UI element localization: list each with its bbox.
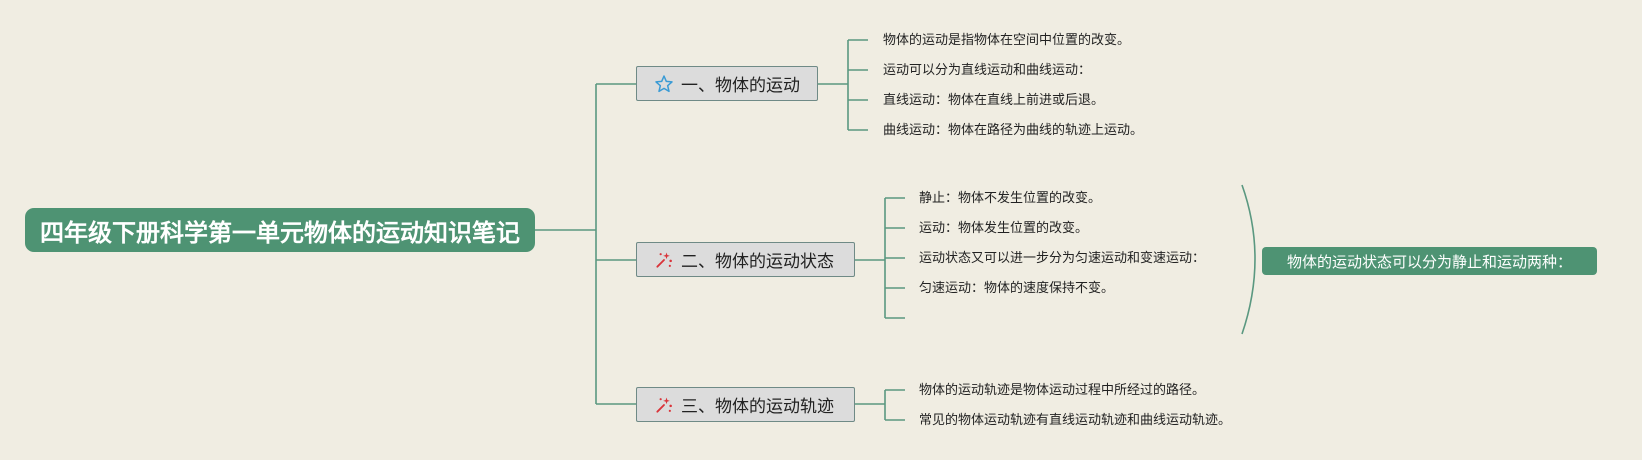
leaf-topic[interactable]: 静止：物体不发生位置的改变。: [919, 191, 1102, 206]
leaf-topic[interactable]: 物体的运动是指物体在空间中位置的改变。: [883, 33, 1131, 48]
branch-label: 一、物体的运动: [681, 76, 800, 96]
root-title: 四年级下册科学第一单元物体的运动知识笔记: [40, 218, 520, 247]
branch-topic-motion-trajectory[interactable]: 三、物体的运动轨迹: [636, 387, 855, 422]
leaf-topic[interactable]: 常见的物体运动轨迹有直线运动轨迹和曲线运动轨迹。: [919, 413, 1232, 428]
branch-label: 三、物体的运动轨迹: [681, 397, 834, 417]
branch-topic-motion-state[interactable]: 二、物体的运动状态: [636, 242, 855, 277]
sparkle-icon: [653, 394, 675, 416]
leaf-topic[interactable]: 运动：物体发生位置的改变。: [919, 221, 1089, 236]
summary-label: 物体的运动状态可以分为静止和运动两种：: [1286, 252, 1572, 271]
leaf-topic[interactable]: 物体的运动轨迹是物体运动过程中所经过的路径。: [919, 383, 1206, 398]
leaf-topic[interactable]: 运动可以分为直线运动和曲线运动：: [883, 63, 1092, 78]
summary-topic[interactable]: 物体的运动状态可以分为静止和运动两种：: [1262, 247, 1597, 275]
branch-label: 二、物体的运动状态: [681, 252, 834, 272]
leaf-topic[interactable]: 运动状态又可以进一步分为匀速运动和变速运动：: [919, 251, 1206, 266]
star-icon: [653, 73, 675, 95]
leaf-topic[interactable]: 直线运动：物体在直线上前进或后退。: [883, 93, 1105, 108]
leaf-topic[interactable]: 匀速运动：物体的速度保持不变。: [919, 281, 1115, 296]
leaf-topic[interactable]: 曲线运动：物体在路径为曲线的轨迹上运动。: [883, 123, 1144, 138]
branch-topic-motion[interactable]: 一、物体的运动: [636, 66, 818, 101]
root-topic[interactable]: 四年级下册科学第一单元物体的运动知识笔记: [25, 208, 535, 252]
sparkle-icon: [653, 249, 675, 271]
